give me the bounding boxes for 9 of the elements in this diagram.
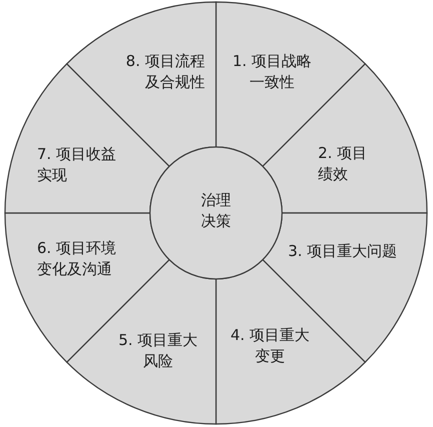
segment-label: 4. 项目重大变更 (229, 325, 311, 367)
segment-label: 3. 项目重大问题 (288, 241, 398, 262)
segment-label: 7. 项目收益实现 (37, 144, 118, 186)
segment-label: 2. 项目绩效 (318, 143, 368, 185)
hub-label: 治理决策 (200, 190, 232, 232)
segment-label: 6. 项目环境变化及沟通 (37, 238, 118, 280)
segment-label: 8. 项目流程及合规性 (124, 51, 205, 93)
segment-label: 1. 项目战略一致性 (231, 51, 313, 93)
segment-label: 5. 项目重大风险 (117, 330, 199, 372)
